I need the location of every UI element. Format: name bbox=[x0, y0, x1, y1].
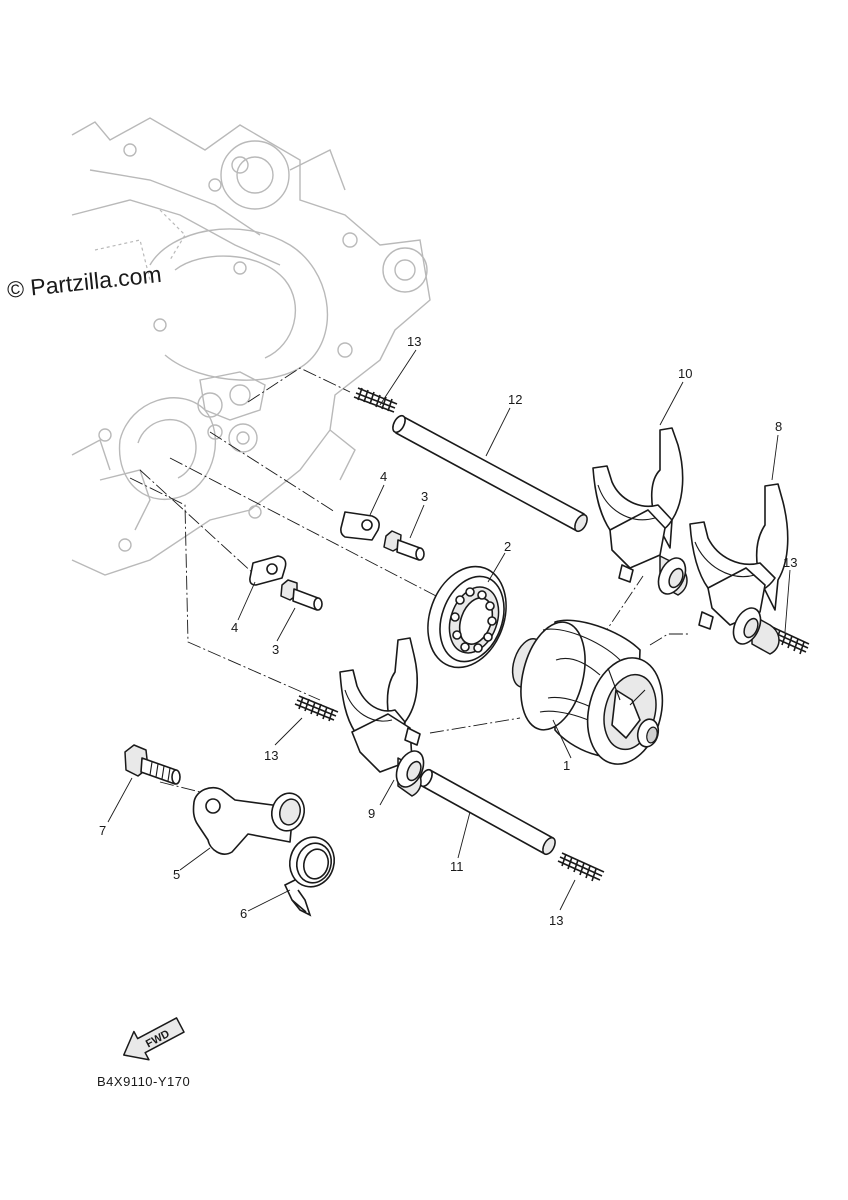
callout-13-left: 13 bbox=[264, 748, 278, 763]
callout-7: 7 bbox=[99, 823, 106, 838]
callout-2: 2 bbox=[504, 539, 511, 554]
callout-6: 6 bbox=[240, 906, 247, 921]
fwd-arrow-icon: FWD bbox=[122, 1017, 185, 1061]
shift-fork-9 bbox=[339, 637, 425, 797]
fwd-label: FWD bbox=[144, 1028, 172, 1050]
spring-pin-left bbox=[294, 695, 339, 722]
callout-9: 9 bbox=[368, 806, 375, 821]
bolt-upper bbox=[383, 530, 425, 561]
callout-3-lower: 3 bbox=[272, 642, 279, 657]
crankcase-outline bbox=[71, 117, 431, 576]
callout-13-right: 13 bbox=[783, 555, 797, 570]
callout-4-lower: 4 bbox=[231, 620, 238, 635]
callout-5: 5 bbox=[173, 867, 180, 882]
callout-8: 8 bbox=[775, 419, 782, 434]
torsion-spring bbox=[283, 836, 336, 917]
callout-11: 11 bbox=[450, 859, 464, 874]
callout-1: 1 bbox=[563, 758, 570, 773]
partzilla-watermark: © Partzilla.com bbox=[6, 261, 163, 303]
diagram-code: B4X9110-Y170 bbox=[97, 1074, 190, 1089]
bolt-lower bbox=[280, 579, 323, 611]
callout-leaders bbox=[107, 349, 791, 912]
callout-4-upper: 4 bbox=[380, 469, 387, 484]
callout-12: 12 bbox=[508, 392, 522, 407]
bearing bbox=[427, 565, 507, 669]
shift-fork-10 bbox=[592, 427, 688, 596]
shift-fork-shaft-lower bbox=[419, 768, 556, 856]
stopper-lever bbox=[192, 786, 306, 855]
callout-10: 10 bbox=[678, 366, 692, 381]
callout-13-bottom: 13 bbox=[549, 913, 563, 928]
spring-pin-top bbox=[353, 387, 398, 413]
stopper-plate-lower bbox=[249, 555, 287, 586]
callout-13-top: 13 bbox=[407, 334, 421, 349]
shift-drum bbox=[511, 619, 664, 765]
leader-lines bbox=[129, 367, 690, 841]
callout-3-upper: 3 bbox=[421, 489, 428, 504]
spring-pin-bottom bbox=[557, 852, 605, 882]
stopper-lever-bolt bbox=[124, 744, 181, 785]
shift-fork-shaft-upper bbox=[392, 414, 588, 533]
shift-fork-8 bbox=[689, 483, 789, 655]
stopper-plate-upper bbox=[340, 511, 380, 541]
callout-numbers: 13 12 10 8 13 4 3 2 4 3 13 9 1 11 13 7 5… bbox=[99, 334, 797, 928]
